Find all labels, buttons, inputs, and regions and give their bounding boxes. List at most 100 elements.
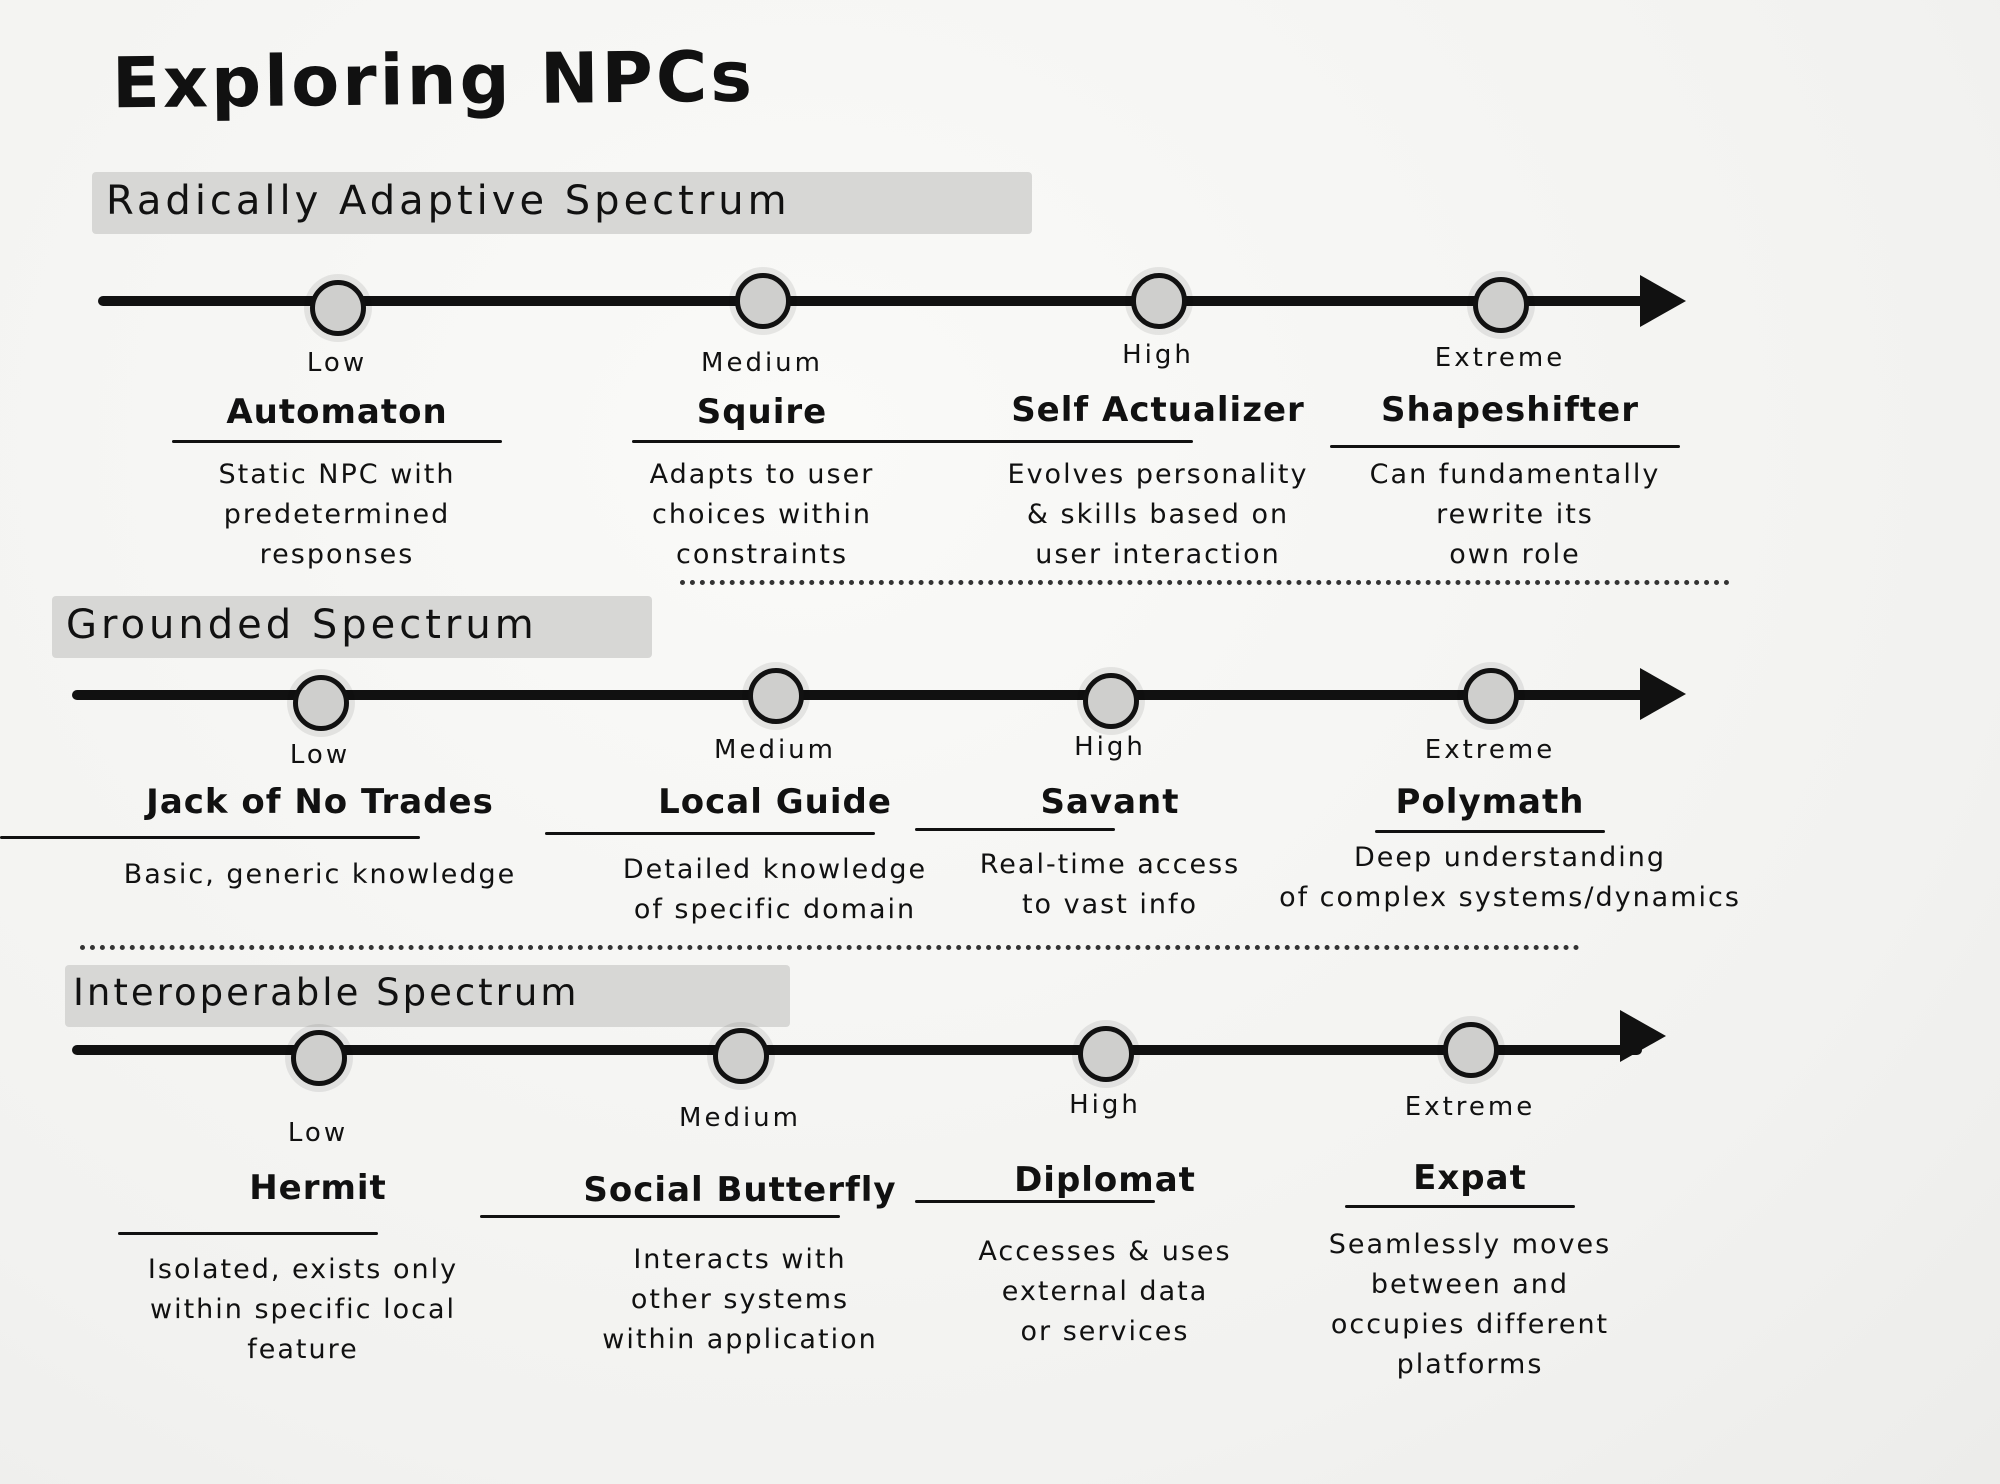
spectrum-radically-adaptive: Radically Adaptive Spectrum Low Automato… <box>0 0 2000 600</box>
description-line: to vast info <box>1021 889 1199 920</box>
description-line: within application <box>602 1324 878 1355</box>
persona-description: Interacts with other systems within appl… <box>540 1240 940 1360</box>
description-line: Interacts with <box>633 1244 847 1275</box>
level-node-icon <box>1083 673 1139 729</box>
persona-underline <box>0 836 420 839</box>
level-label: Extreme <box>1404 1092 1536 1122</box>
persona-description: Real-time access to vast info <box>910 845 1310 925</box>
persona-description: Deep understanding of complex systems/dy… <box>1260 838 1760 918</box>
description-line: predetermined <box>223 499 451 530</box>
description-line: Static NPC with <box>218 459 456 490</box>
level-node-icon <box>1473 277 1529 333</box>
description-line: of complex systems/dynamics <box>1279 882 1741 913</box>
description-line: constraints <box>675 539 849 570</box>
persona-description: Detailed knowledge of specific domain <box>575 850 975 930</box>
persona-underline <box>632 440 892 443</box>
description-line: Real-time access <box>979 849 1241 880</box>
persona-underline <box>545 832 875 835</box>
level-node-icon <box>291 1030 347 1086</box>
description-line: own role <box>1449 539 1581 570</box>
description-line: feature <box>247 1334 359 1365</box>
persona-underline <box>915 1200 1155 1203</box>
level-label: Extreme <box>1434 343 1566 373</box>
persona-underline <box>915 828 1115 831</box>
arrow-right-icon <box>1640 275 1686 327</box>
persona-name: Polymath <box>1395 782 1585 822</box>
description-line: within specific local <box>150 1294 456 1325</box>
description-line: rewrite its <box>1436 499 1594 530</box>
description-line: platforms <box>1396 1349 1544 1380</box>
persona-name: Squire <box>696 392 828 432</box>
persona-description: Basic, generic knowledge <box>120 855 520 895</box>
description-line: & skills based on <box>1026 499 1290 530</box>
description-line: Adapts to user <box>649 459 875 490</box>
description-line: Isolated, exists only <box>147 1254 459 1285</box>
persona-name: Self Actualizer <box>1011 390 1305 430</box>
level-node-icon <box>748 668 804 724</box>
level-label: Low <box>289 740 351 770</box>
persona-underline <box>863 440 1193 443</box>
persona-description: Adapts to user choices within constraint… <box>562 455 962 575</box>
persona-description: Evolves personality & skills based on us… <box>958 455 1358 575</box>
level-node-icon <box>713 1028 769 1084</box>
persona-underline <box>480 1215 840 1218</box>
section-divider <box>80 945 1580 950</box>
description-line: user interaction <box>1035 539 1281 570</box>
persona-name: Savant <box>1040 782 1180 822</box>
level-node-icon <box>1131 273 1187 329</box>
level-label: High <box>1122 340 1194 370</box>
description-line: occupies different <box>1330 1309 1610 1340</box>
description-line: responses <box>259 539 415 570</box>
persona-underline <box>1345 1205 1575 1208</box>
spectrum-header: Radically Adaptive Spectrum <box>92 172 1032 234</box>
level-label: High <box>1074 732 1146 762</box>
scale-line <box>72 1045 1642 1055</box>
description-line: Seamlessly moves <box>1328 1229 1612 1260</box>
level-node-icon <box>310 280 366 336</box>
description-line: or services <box>1020 1316 1190 1347</box>
description-line: external data <box>1001 1276 1209 1307</box>
spectrum-header: Interoperable Spectrum <box>65 965 790 1027</box>
level-node-icon <box>1078 1026 1134 1082</box>
persona-description: Can fundamentally rewrite its own role <box>1315 455 1715 575</box>
level-node-icon <box>1443 1022 1499 1078</box>
section-divider <box>680 580 1730 585</box>
spectrum-title: Interoperable Spectrum <box>73 971 580 1014</box>
description-line: Evolves personality <box>1007 459 1309 490</box>
scale-line <box>98 296 1658 306</box>
persona-name: Expat <box>1413 1158 1527 1198</box>
persona-description: Static NPC with predetermined responses <box>137 455 537 575</box>
persona-name: Automaton <box>226 392 448 432</box>
persona-underline <box>172 440 502 443</box>
description-line: between and <box>1370 1269 1570 1300</box>
level-label: Extreme <box>1424 735 1556 765</box>
persona-name: Shapeshifter <box>1380 390 1639 430</box>
level-label: Medium <box>679 1103 801 1133</box>
persona-description: Accesses & uses external data or service… <box>905 1232 1305 1352</box>
persona-name: Hermit <box>249 1168 387 1208</box>
level-label: High <box>1069 1090 1141 1120</box>
persona-description: Isolated, exists only within specific lo… <box>103 1250 503 1370</box>
arrow-right-icon <box>1620 1010 1666 1062</box>
level-node-icon <box>735 273 791 329</box>
description-line: Accesses & uses <box>978 1236 1232 1267</box>
level-label: Medium <box>714 735 836 765</box>
level-node-icon <box>1463 668 1519 724</box>
spectrum-title: Grounded Spectrum <box>66 602 538 648</box>
spectrum-title: Radically Adaptive Spectrum <box>106 178 791 224</box>
persona-name: Local Guide <box>658 782 892 822</box>
level-label: Low <box>287 1118 349 1148</box>
description-line: Basic, generic knowledge <box>123 859 517 890</box>
description-line: other systems <box>630 1284 850 1315</box>
level-label: Low <box>306 348 368 378</box>
description-line: Detailed knowledge <box>622 854 928 885</box>
persona-underline <box>1375 830 1605 833</box>
spectrum-grounded: Grounded Spectrum Low Jack of No Trades … <box>0 596 1760 950</box>
spectrum-header: Grounded Spectrum <box>52 596 652 658</box>
persona-underline <box>1330 445 1680 448</box>
level-label: Medium <box>701 348 823 378</box>
persona-name: Diplomat <box>1014 1160 1196 1200</box>
persona-description: Seamlessly moves between and occupies di… <box>1270 1225 1670 1385</box>
